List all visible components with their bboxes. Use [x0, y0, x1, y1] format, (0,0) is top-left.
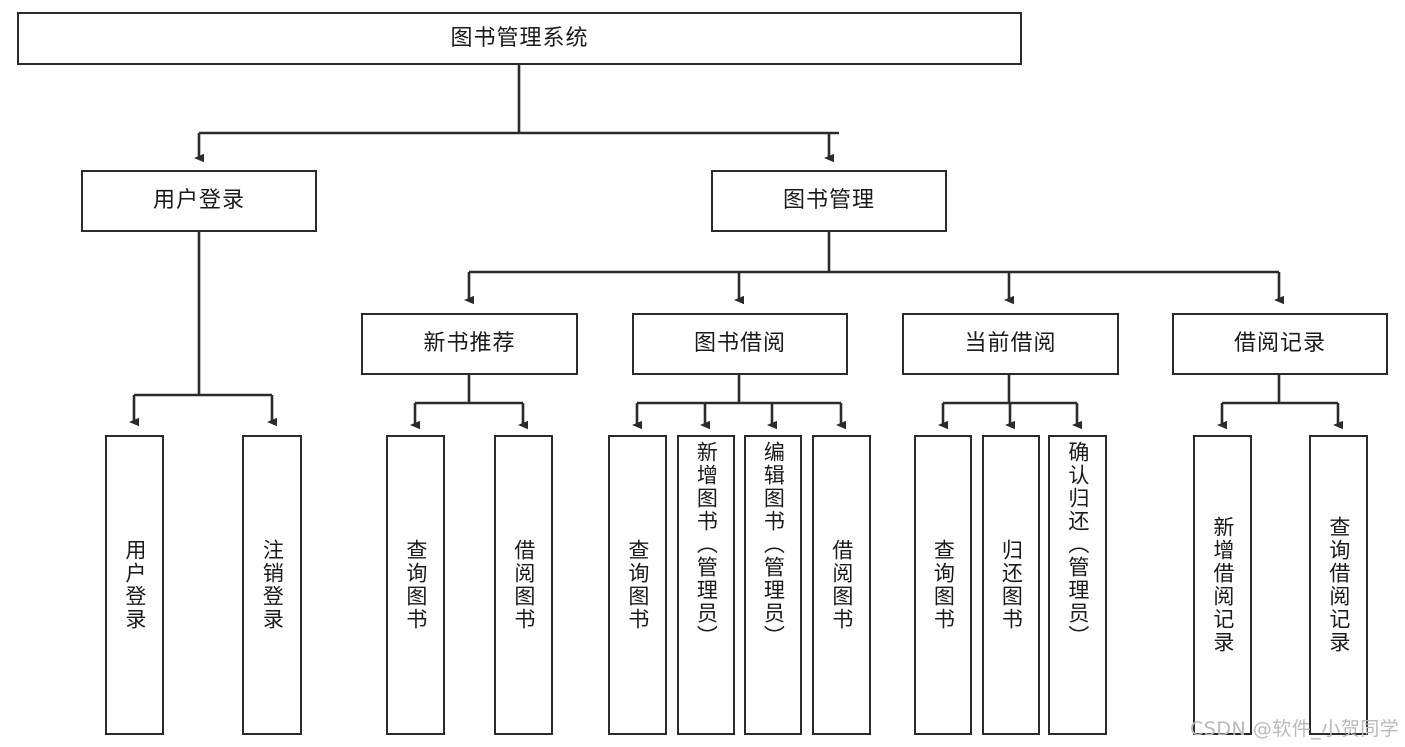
node-leaf-add-record[interactable]: 新增借阅记录 — [1193, 435, 1252, 735]
node-label: 当前借阅 — [964, 331, 1057, 357]
node-label: 确认归还（管理员） — [1065, 441, 1090, 648]
node-label: 注销登录 — [260, 539, 285, 631]
node-label: 编辑图书（管理员） — [761, 441, 786, 648]
node-label: 归还图书 — [999, 539, 1024, 631]
node-leaf-query-book-3[interactable]: 查询图书 — [914, 435, 972, 735]
node-leaf-confirm-return[interactable]: 确认归还（管理员） — [1048, 435, 1107, 735]
node-leaf-return-book[interactable]: 归还图书 — [982, 435, 1040, 735]
node-label: 查询图书 — [931, 539, 956, 631]
node-label: 新书推荐 — [423, 331, 516, 357]
node-borrow-record[interactable]: 借阅记录 — [1172, 313, 1388, 375]
node-leaf-logout-login[interactable]: 注销登录 — [242, 435, 302, 735]
node-root-book-management-system[interactable]: 图书管理系统 — [17, 12, 1022, 65]
node-label: 查询图书 — [625, 539, 650, 631]
node-leaf-query-book-1[interactable]: 查询图书 — [386, 435, 445, 735]
node-new-book-recommend[interactable]: 新书推荐 — [361, 313, 578, 375]
node-current-borrow[interactable]: 当前借阅 — [902, 313, 1119, 375]
node-label: 图书管理 — [782, 188, 875, 214]
node-leaf-user-login[interactable]: 用户登录 — [105, 435, 164, 735]
node-label: 新增借阅记录 — [1210, 516, 1235, 654]
node-user-login[interactable]: 用户登录 — [81, 170, 317, 232]
node-label: 查询图书 — [403, 539, 428, 631]
node-label: 图书借阅 — [693, 331, 786, 357]
node-label: 查询借阅记录 — [1326, 516, 1351, 654]
node-label: 借阅图书 — [511, 539, 536, 631]
node-leaf-borrow-book-1[interactable]: 借阅图书 — [494, 435, 553, 735]
node-label: 用户登录 — [152, 188, 245, 214]
node-label: 借阅图书 — [829, 539, 854, 631]
node-leaf-edit-book[interactable]: 编辑图书（管理员） — [744, 435, 802, 735]
node-leaf-borrow-book-2[interactable]: 借阅图书 — [812, 435, 871, 735]
node-label: 借阅记录 — [1233, 331, 1326, 357]
node-leaf-query-record[interactable]: 查询借阅记录 — [1309, 435, 1368, 735]
node-book-borrow[interactable]: 图书借阅 — [632, 313, 848, 375]
node-label: 图书管理系统 — [450, 25, 589, 51]
node-leaf-query-book-2[interactable]: 查询图书 — [608, 435, 667, 735]
node-label: 新增图书（管理员） — [694, 441, 719, 648]
node-leaf-add-book[interactable]: 新增图书（管理员） — [677, 435, 735, 735]
csdn-watermark: CSDN @软件_小贺同学 — [1190, 718, 1400, 740]
node-book-management[interactable]: 图书管理 — [711, 170, 947, 232]
node-label: 用户登录 — [122, 539, 147, 631]
